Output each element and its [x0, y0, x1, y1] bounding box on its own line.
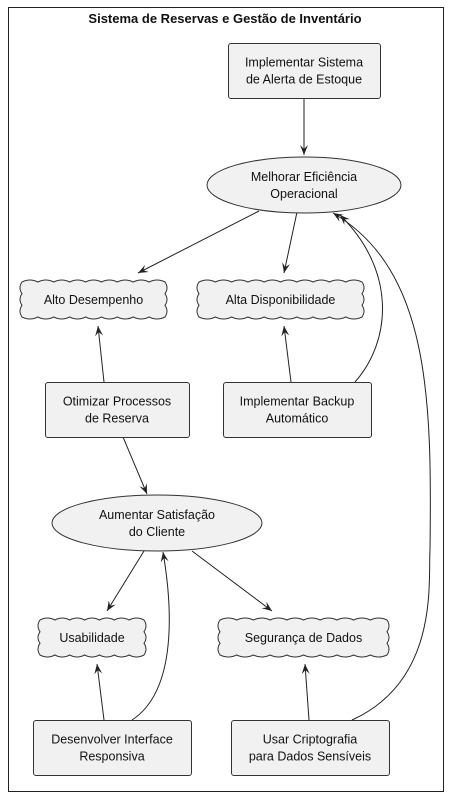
edge-line	[332, 212, 431, 721]
node-label-line: Implementar Backup	[240, 395, 355, 409]
node-desempenho: Alto Desempenho	[19, 279, 168, 320]
node-label-line: Implementar Sistema	[245, 56, 363, 70]
diagram-title: Sistema de Reservas e Gestão de Inventár…	[88, 11, 361, 26]
action-box	[33, 720, 192, 776]
edge-eficiencia-to-disponibilidade	[282, 211, 298, 274]
node-label-line: Automático	[266, 412, 329, 426]
edge-alerta-to-eficiencia	[300, 98, 308, 155]
edge-otimizar-to-desempenho	[95, 325, 105, 383]
arrowhead	[333, 213, 344, 222]
edge-line	[131, 551, 170, 721]
arrowhead	[340, 215, 350, 225]
edge-line	[122, 436, 148, 495]
edge-line	[97, 325, 105, 383]
quality-cloud	[37, 617, 147, 658]
edge-cripto-to-seguranca	[301, 663, 310, 721]
node-label-line: para Dados Sensíveis	[249, 750, 371, 764]
arrowhead	[160, 552, 169, 563]
arrowhead	[282, 262, 290, 273]
node-alerta: Implementar Sistema de Alerta de Estoque	[228, 43, 381, 99]
node-usabilidade: Usabilidade	[37, 617, 147, 658]
action-box	[231, 720, 390, 776]
arrowhead	[300, 145, 308, 155]
edge-otimizar-to-satisfacao	[122, 436, 148, 495]
goal-ellipse	[51, 494, 263, 552]
node-label-line: Responsiva	[79, 750, 144, 764]
edge-backup-to-eficiencia	[339, 214, 383, 383]
node-label-line: Alta Disponibilidade	[226, 293, 336, 307]
node-cripto: Usar Criptografia para Dados Sensíveis	[231, 720, 390, 776]
quality-cloud	[196, 279, 365, 320]
node-label-line: do Cliente	[129, 525, 185, 539]
edge-line	[96, 663, 105, 721]
arrowhead	[94, 664, 103, 675]
edge-satisfacao-to-usabilidade	[106, 550, 145, 612]
nodes-layer: Implementar Sistema de Alerta de EstoqueM…	[19, 43, 402, 776]
edge-line	[339, 214, 383, 383]
edge-interface-to-satisfacao	[131, 551, 170, 721]
node-label-line: Desenvolver Interface	[51, 733, 173, 747]
edge-satisfacao-to-seguranca	[191, 550, 273, 612]
arrowhead	[95, 326, 103, 337]
edge-line	[106, 550, 145, 612]
arrowhead	[138, 264, 149, 273]
node-label-line: Melhorar Eficiência	[251, 170, 357, 184]
node-label-line: Segurança de Dados	[245, 631, 362, 645]
edge-line	[304, 663, 310, 721]
node-label-line: Usar Criptografia	[263, 733, 358, 747]
node-disponibilidade: Alta Disponibilidade	[196, 279, 365, 320]
arrowhead	[261, 601, 272, 611]
quality-cloud	[19, 279, 168, 320]
quality-cloud	[217, 617, 390, 658]
edge-backup-to-disponibilidade	[281, 325, 292, 383]
edge-eficiencia-to-desempenho	[137, 210, 260, 274]
node-label-line: Operacional	[270, 187, 337, 201]
node-otimizar: Otimizar Processos de Reserva	[45, 382, 190, 438]
node-label-line: Usabilidade	[59, 631, 124, 645]
arrowhead	[281, 326, 290, 337]
action-box	[228, 43, 381, 99]
edge-line	[137, 210, 260, 274]
node-satisfacao: Aumentar Satisfação do Cliente	[51, 494, 263, 552]
goal-ellipse	[206, 156, 402, 214]
arrowhead	[139, 483, 147, 494]
node-label-line: de Reserva	[85, 412, 149, 426]
edge-line	[283, 211, 298, 274]
action-box	[223, 382, 372, 438]
node-seguranca: Segurança de Dados	[217, 617, 390, 658]
node-label-line: Alto Desempenho	[44, 293, 143, 307]
edge-interface-to-usabilidade	[94, 663, 105, 721]
edge-line	[283, 325, 292, 383]
node-label-line: de Alerta de Estoque	[246, 73, 362, 87]
edge-cripto-to-eficiencia	[332, 212, 431, 721]
node-label-line: Aumentar Satisfação	[99, 508, 215, 522]
edge-line	[191, 550, 273, 612]
arrowhead	[107, 600, 116, 611]
action-box	[45, 382, 190, 438]
arrowhead	[301, 664, 310, 675]
node-label-line: Otimizar Processos	[63, 395, 171, 409]
edges-layer	[94, 98, 431, 721]
